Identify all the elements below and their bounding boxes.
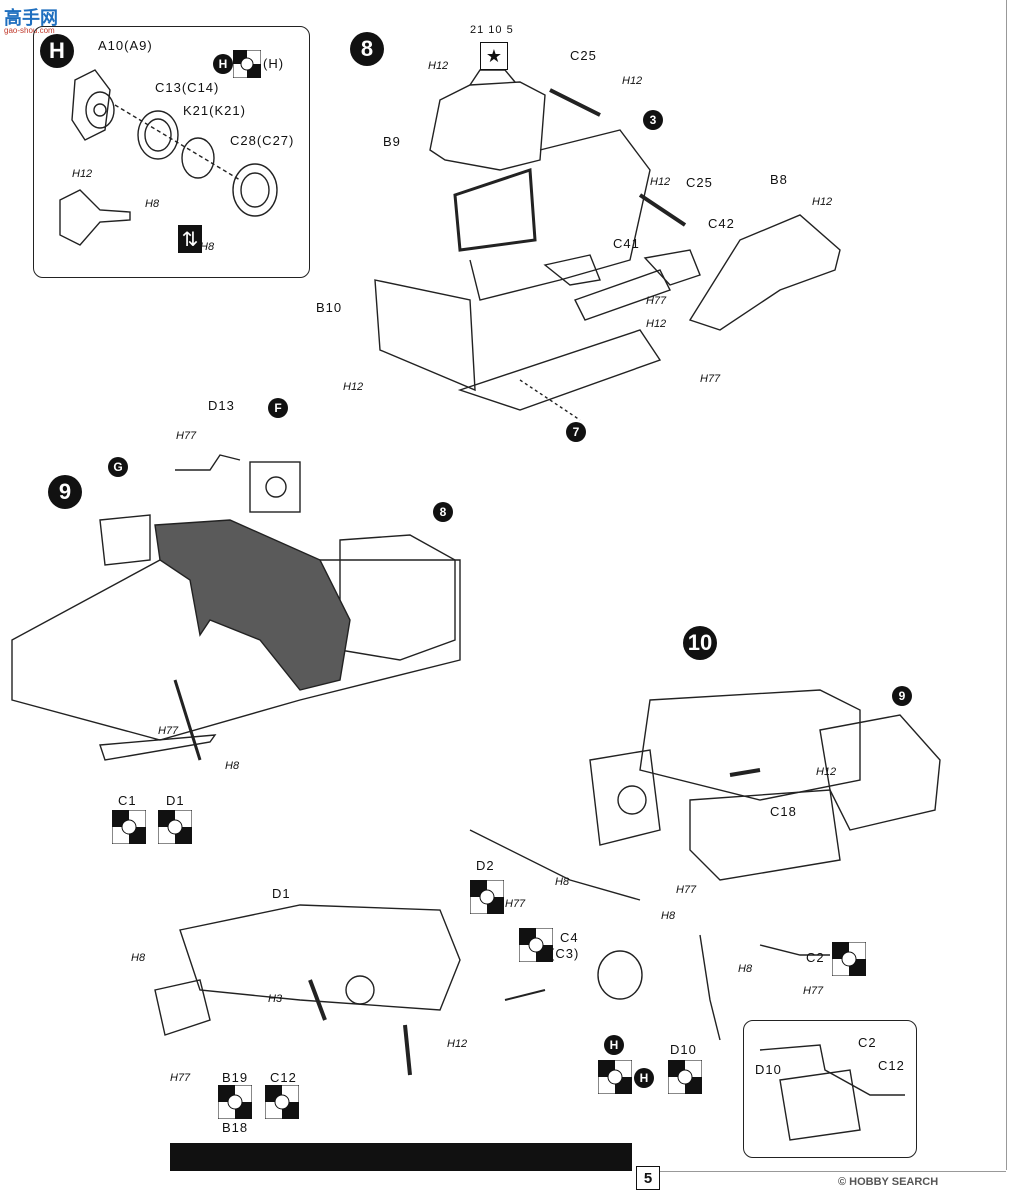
paint-code-h77: H77 xyxy=(158,725,179,737)
part-label-c2: C2 xyxy=(806,950,825,965)
paint-code-h12: H12 xyxy=(650,176,671,188)
part-label-k21: K21(K21) xyxy=(183,103,246,118)
paint-code-h8: H8 xyxy=(145,198,160,210)
part-label-b18: B18 xyxy=(222,1120,249,1135)
two-tone-swatch-icon xyxy=(233,50,261,78)
paint-code-h8: H8 xyxy=(738,963,753,975)
part-label-c3: (C3) xyxy=(550,946,580,961)
part-label-c1: C1 xyxy=(118,793,137,808)
paint-code-h8: H8 xyxy=(555,876,570,888)
two-tone-swatch-icon xyxy=(598,1060,632,1094)
page-frame-line xyxy=(660,1171,1006,1172)
part-label-a10: A10(A9) xyxy=(98,38,153,53)
two-tone-swatch-icon xyxy=(265,1085,299,1119)
part-label-c12: C12 xyxy=(270,1070,297,1085)
part-label-c25: C25 xyxy=(570,48,597,63)
paint-code-h77: H77 xyxy=(646,295,667,307)
step-10-badge: 10 xyxy=(683,626,717,660)
sub-assembly-f-badge: F xyxy=(268,398,288,418)
part-label-d1: D1 xyxy=(166,793,185,808)
part-label-d2: D2 xyxy=(476,858,495,873)
watermark-footer: © HOBBY SEARCH xyxy=(838,1176,939,1188)
inset-right-box xyxy=(743,1020,917,1158)
part-label-d13: D13 xyxy=(208,398,235,413)
watermark-logo-sub: gao-shou.com xyxy=(4,26,55,35)
two-tone-swatch-icon xyxy=(158,810,192,844)
sub-assembly-h-mini: H xyxy=(634,1068,654,1088)
star-paint-icon: ★ xyxy=(480,42,508,70)
part-label-c25: C25 xyxy=(686,175,713,190)
step-9-badge: 9 xyxy=(48,475,82,509)
paint-code-h12: H12 xyxy=(72,168,93,180)
paint-code-h8: H8 xyxy=(225,760,240,772)
sub-assembly-g-badge: G xyxy=(108,457,128,477)
inset-right-parts xyxy=(759,1044,905,1141)
ref-step-8-badge: 8 xyxy=(433,502,453,522)
paint-code-h12: H12 xyxy=(622,75,643,87)
paint-code-h77: H77 xyxy=(676,884,697,896)
two-tone-swatch-icon xyxy=(218,1085,252,1119)
part-label-c42: C42 xyxy=(708,216,735,231)
two-tone-swatch-icon xyxy=(112,810,146,844)
two-tone-swatch-icon xyxy=(832,942,866,976)
paint-combo-label: (H) xyxy=(263,56,285,71)
step10-parts xyxy=(469,689,941,1041)
paint-code-h77: H77 xyxy=(700,373,721,385)
sub-assembly-h-badge: H xyxy=(40,34,74,68)
inset-h-box xyxy=(33,26,310,278)
paint-code-h77: H77 xyxy=(505,898,526,910)
sub-assembly-h-badge: H xyxy=(604,1035,624,1055)
footer-bar xyxy=(170,1143,632,1171)
part-label-c41: C41 xyxy=(613,236,640,251)
part-label-d10: D10 xyxy=(670,1042,697,1057)
paint-code-h12: H12 xyxy=(447,1038,468,1050)
paint-code-h77: H77 xyxy=(170,1072,191,1084)
paint-code-h12: H12 xyxy=(816,766,837,778)
sub-assembly-h-mini: H xyxy=(213,54,233,74)
paint-code-h77: H77 xyxy=(176,430,197,442)
part-label-c12: C12 xyxy=(878,1058,905,1073)
part-label-b10: B10 xyxy=(316,300,343,315)
ref-step-9-badge: 9 xyxy=(892,686,912,706)
paint-code-h8: H8 xyxy=(661,910,676,922)
two-tone-swatch-icon xyxy=(470,880,504,914)
step8-parts xyxy=(374,69,841,421)
paint-code-h12: H12 xyxy=(812,196,833,208)
paint-code-h8: H8 xyxy=(131,952,146,964)
watermark-logo: 高手网 xyxy=(4,8,58,28)
two-tone-swatch-icon xyxy=(668,1060,702,1094)
paint-code-h8: H8 xyxy=(200,241,215,253)
paint-code-h3: H3 xyxy=(268,993,283,1005)
step9-tank xyxy=(154,519,351,691)
align-arrows-icon: ⇅ xyxy=(178,225,202,253)
part-label-b9: B9 xyxy=(383,134,401,149)
part-label-b19: B19 xyxy=(222,1070,249,1085)
two-tone-swatch-icon xyxy=(519,928,553,962)
page-frame-line xyxy=(1006,0,1007,1170)
paint-code-h12: H12 xyxy=(428,60,449,72)
part-label-d1: D1 xyxy=(272,886,291,901)
part-label-c4: C4 xyxy=(560,930,579,945)
part-label-c28: C28(C27) xyxy=(230,133,295,148)
part-label-c18: C18 xyxy=(770,804,797,819)
part-label-c13: C13(C14) xyxy=(155,80,220,95)
paint-code-h12: H12 xyxy=(343,381,364,393)
ref-step-3-badge: 3 xyxy=(643,110,663,130)
inset-h-parts xyxy=(59,69,278,246)
step10-lower-parts xyxy=(154,904,461,1076)
paint-mix-code: 21 10 5 xyxy=(470,24,514,36)
ref-step-7-badge: 7 xyxy=(566,422,586,442)
part-label-b8: B8 xyxy=(770,172,788,187)
page-number: 5 xyxy=(636,1166,660,1190)
paint-code-h77: H77 xyxy=(803,985,824,997)
paint-code-h12: H12 xyxy=(646,318,667,330)
part-label-c2: C2 xyxy=(858,1035,877,1050)
part-label-d10: D10 xyxy=(755,1062,782,1077)
step-8-badge: 8 xyxy=(350,32,384,66)
